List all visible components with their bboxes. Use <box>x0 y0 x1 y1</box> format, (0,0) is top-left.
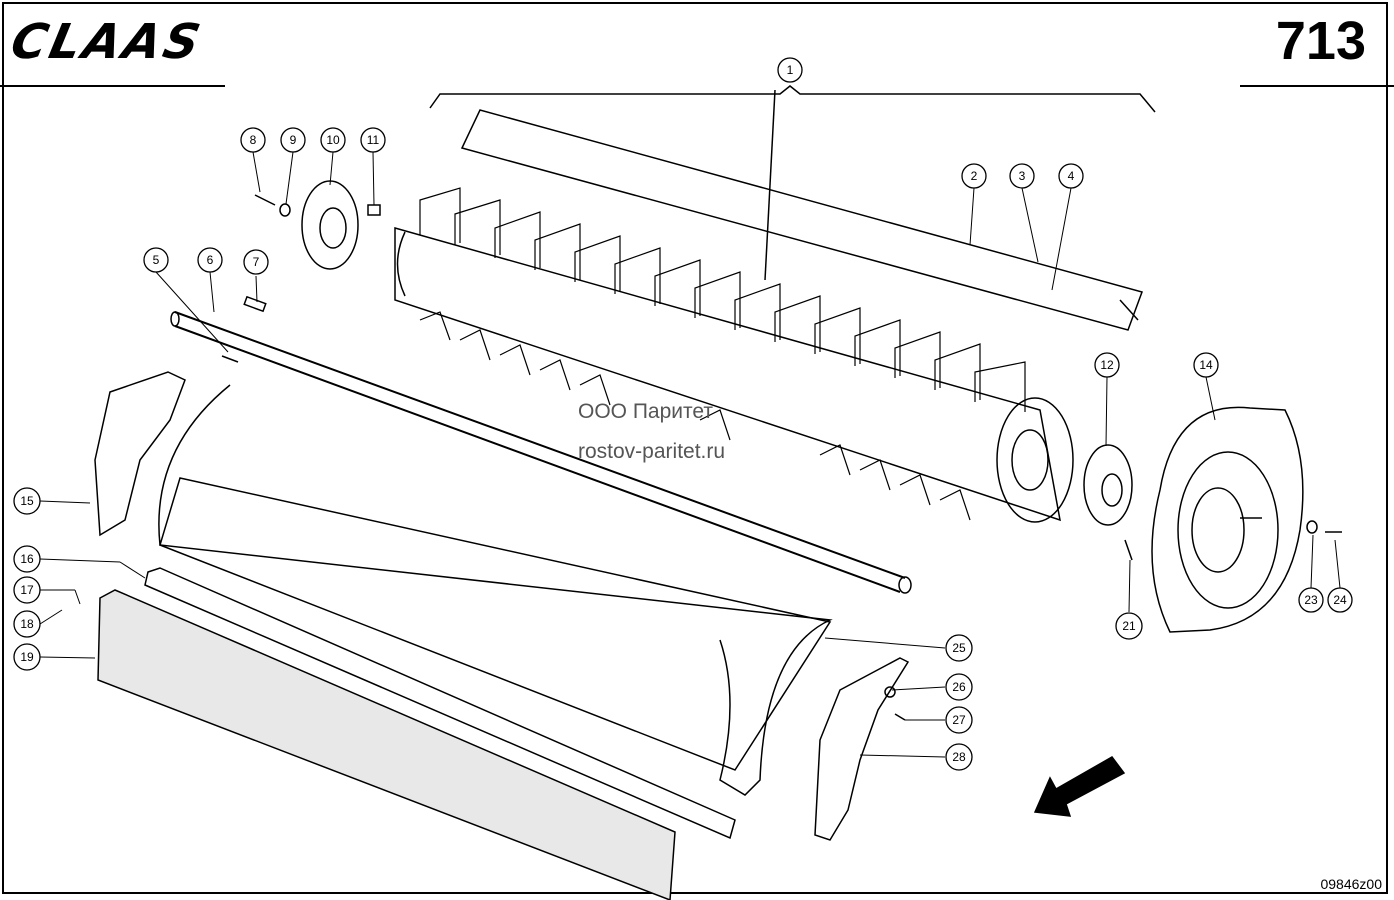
callout-4: 4 <box>1068 169 1075 183</box>
left-side-plate <box>94 371 186 537</box>
callout-9: 9 <box>290 133 297 147</box>
callout-10: 10 <box>326 133 340 147</box>
left-bearing-flange <box>254 180 381 270</box>
callout-19: 19 <box>20 650 34 664</box>
callout-23: 23 <box>1304 593 1318 607</box>
side-disc <box>1151 406 1342 633</box>
lower-strip <box>144 567 736 840</box>
callout-16: 16 <box>20 552 34 566</box>
leader-lines <box>39 151 1341 758</box>
callout-26: 26 <box>952 680 966 694</box>
callout-15: 15 <box>20 494 34 508</box>
callout-7: 7 <box>253 255 260 269</box>
right-bearing-flange <box>1083 444 1133 561</box>
drive-shaft <box>170 295 912 594</box>
watermark-company: ООО Паритет <box>578 400 714 423</box>
housing-panel <box>158 384 833 796</box>
callout-25: 25 <box>952 641 966 655</box>
direction-arrow <box>1033 756 1126 817</box>
callout-27: 27 <box>952 713 966 727</box>
sheet-number: 713 <box>1275 11 1366 71</box>
callout-17: 17 <box>20 583 34 597</box>
brush-seal <box>97 589 676 900</box>
callout-21: 21 <box>1122 619 1136 633</box>
callout-1: 1 <box>787 63 794 77</box>
callout-8: 8 <box>250 133 257 147</box>
callout-28: 28 <box>952 750 966 764</box>
callout-3: 3 <box>1019 169 1026 183</box>
drawing-code: 09846z00 <box>1320 876 1382 892</box>
callout-14: 14 <box>1199 358 1213 372</box>
callout-11: 11 <box>367 133 380 147</box>
callout-2: 2 <box>971 169 978 183</box>
assembly-bracket <box>429 85 1156 281</box>
callout-circles <box>13 57 1353 771</box>
callout-12: 12 <box>1100 358 1114 372</box>
rotor-drum <box>394 187 1074 523</box>
callout-24: 24 <box>1333 593 1347 607</box>
callout-18: 18 <box>20 617 34 631</box>
watermark-url: rostov-paritet.ru <box>578 440 726 463</box>
callout-6: 6 <box>207 253 214 267</box>
right-side-plate <box>814 657 910 841</box>
callout-5: 5 <box>153 253 160 267</box>
rotor-paddles <box>419 187 1026 521</box>
top-cover-plate <box>460 109 1143 331</box>
